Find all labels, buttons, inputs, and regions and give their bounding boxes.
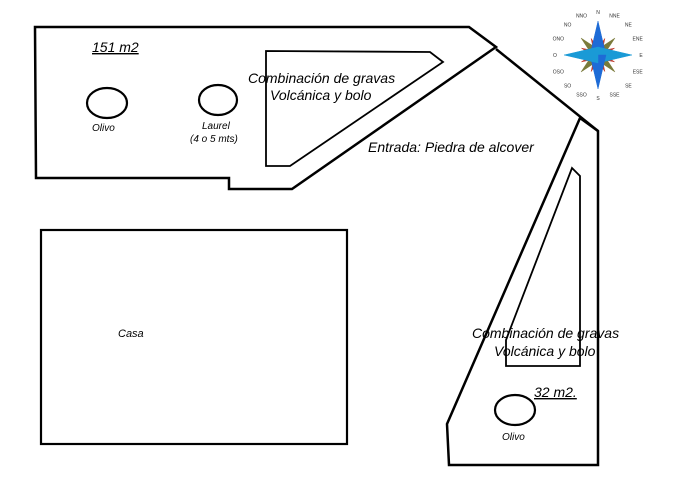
compass-label-se: SE xyxy=(625,83,632,89)
laurel-tree-label: Laurel xyxy=(202,121,231,132)
olive-tree-front xyxy=(85,86,129,120)
olive-tree-side xyxy=(493,393,537,427)
gravel-zone-front xyxy=(265,50,445,167)
gravel-front-label-line2: Volcánica y bolo xyxy=(270,87,372,103)
compass-label-s: S xyxy=(596,96,600,102)
compass-label-nne: NNE xyxy=(609,13,620,19)
house-label: Casa xyxy=(118,328,144,340)
compass-label-n: N xyxy=(596,10,600,16)
compass-label-e: E xyxy=(639,53,643,59)
compass-rose-icon: N NNE NE ENE E ESE SE SSE S SSO SO OSO O ONO NO NNO xyxy=(553,10,644,102)
side-garden-area: 32 m2. xyxy=(534,384,577,400)
front-garden-outline xyxy=(33,25,499,191)
entrance-label: Entrada: Piedra de alcover xyxy=(368,139,535,155)
side-garden-outline xyxy=(445,116,600,467)
compass-label-no: NO xyxy=(564,23,572,29)
gravel-front-label-line1: Combinación de gravas xyxy=(248,70,395,86)
compass-label-so: SO xyxy=(564,83,571,89)
house-outline xyxy=(39,228,349,446)
gravel-side-label-line2: Volcánica y bolo xyxy=(494,343,596,359)
compass-label-sso: SSO xyxy=(576,93,587,99)
olive-tree-front-label: Olivo xyxy=(92,123,115,134)
compass-label-nno: NNO xyxy=(576,13,587,19)
front-garden-area: 151 m2 xyxy=(92,39,139,55)
laurel-tree-note: (4 o 5 mts) xyxy=(190,134,238,145)
compass-label-oso: OSO xyxy=(553,70,564,76)
gravel-side-label-line1: Combinación de gravas xyxy=(472,325,619,341)
compass-label-ne: NE xyxy=(625,23,633,29)
gravel-zone-side xyxy=(505,166,581,367)
compass-label-o: O xyxy=(553,53,557,59)
compass-label-sse: SSE xyxy=(609,93,620,99)
compass-label-ono: ONO xyxy=(553,37,565,43)
olive-tree-side-label: Olivo xyxy=(502,432,525,443)
compass-label-ese: ESE xyxy=(633,70,644,76)
compass-label-ene: ENE xyxy=(633,37,644,43)
compass-point-o xyxy=(563,46,599,64)
laurel-tree xyxy=(197,83,239,117)
